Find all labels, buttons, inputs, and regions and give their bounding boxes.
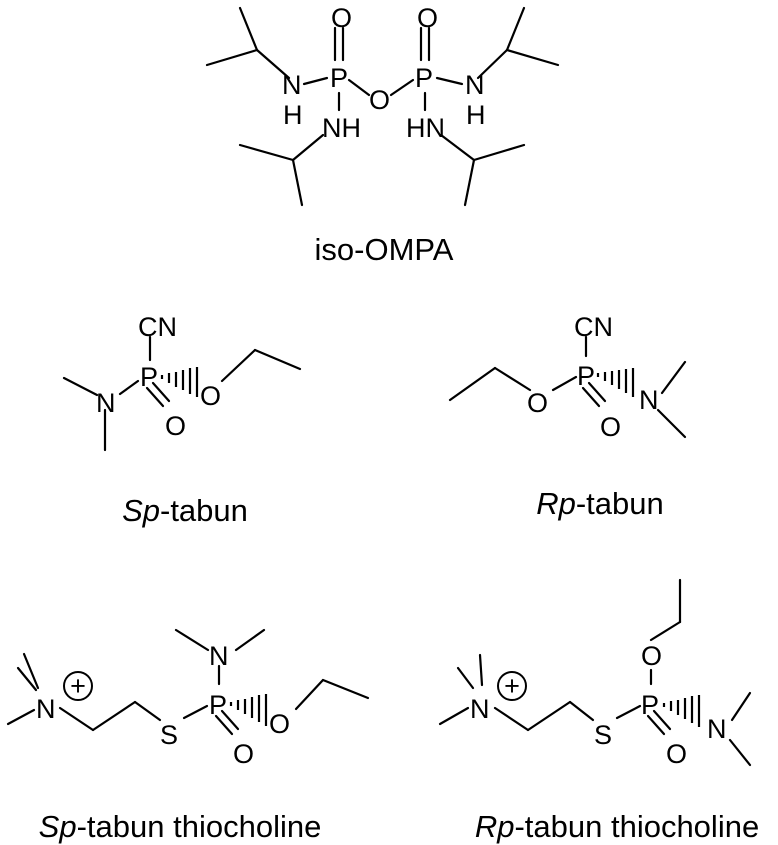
atom-P: P [209,690,227,720]
caption-italic: Sp [39,809,77,844]
rp-tabun-thiocholine-structure: + N S P O N O Rp-tabun thiocholine [438,578,759,844]
atom-O: O [165,411,186,441]
atom-P: P [577,361,595,391]
atom-P: P [415,63,433,93]
caption-rest: -tabun thiocholine [514,809,759,844]
atom-O: O [600,412,621,442]
atom-N: N [96,388,116,418]
sp-tabun-thiocholine-structure: + N S P N O O Sp-tabun thiocholine [6,628,370,844]
sp-tabun-structure: CN P N O O Sp-tabun [62,312,302,528]
atom-S: S [594,720,612,750]
atom-N: N [470,694,490,724]
atom-N: N [282,70,302,100]
atom-CN: CN [138,312,177,342]
rp-tabun-structure: CN P O N O Rp-tabun [448,312,687,521]
caption-iso-ompa: iso-OMPA [315,232,454,267]
plus-charge: + [504,671,520,701]
atom-P: P [330,63,348,93]
atom-O: O [369,85,390,115]
atom-O: O [269,709,290,739]
atom-N: N [639,385,659,415]
atom-CN: CN [574,312,613,342]
atom-NH: NH [322,113,361,143]
caption-rest: -tabun thiocholine [77,809,322,844]
caption-italic: Rp [475,809,515,844]
atom-P: P [641,690,659,720]
caption-sp-tabun: Sp-tabun [122,493,248,528]
atom-O: O [233,739,254,769]
atom-P: P [140,362,158,392]
atom-O: O [527,388,548,418]
atom-N: N [209,641,229,671]
plus-charge: + [70,671,86,701]
atom-N: N [36,694,56,724]
atom-O: O [200,381,221,411]
iso-ompa-structure: O O P P O N H N H NH HN iso-OMPA [205,3,560,267]
caption-sp-tabun-thiocholine: Sp-tabun thiocholine [39,809,322,844]
atom-N: N [465,70,485,100]
caption-italic: Rp [536,486,576,521]
atom-O: O [641,641,662,671]
atom-S: S [160,720,178,750]
atom-H: H [466,100,486,130]
atom-O: O [666,739,687,769]
atom-HN: HN [406,113,445,143]
caption-rp-tabun: Rp-tabun [536,486,664,521]
atom-O: O [417,3,438,33]
atom-N: N [707,714,727,744]
caption-rest: -tabun [160,493,248,528]
atom-H: H [283,100,303,130]
caption-italic: Sp [122,493,160,528]
caption-rp-tabun-thiocholine: Rp-tabun thiocholine [475,809,759,844]
caption-rest: -tabun [576,486,664,521]
atom-O: O [331,3,352,33]
